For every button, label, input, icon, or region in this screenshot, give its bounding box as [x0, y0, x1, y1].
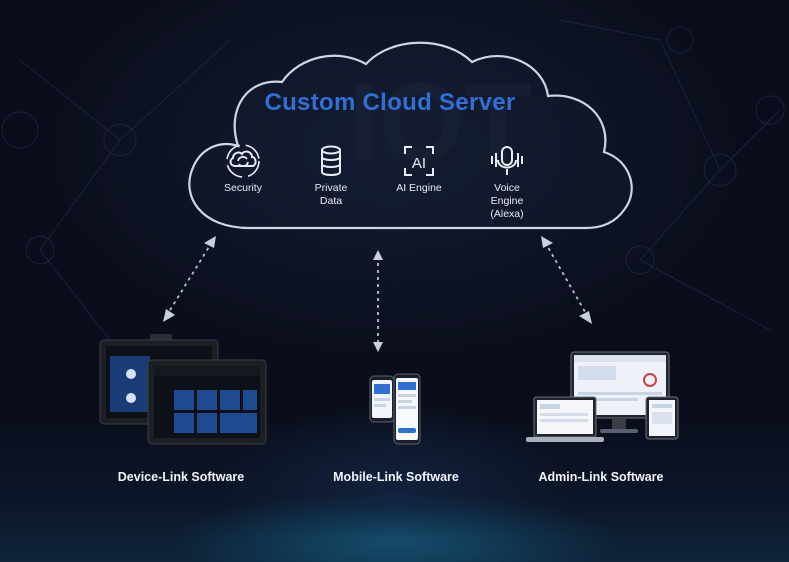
connector-device: [166, 241, 213, 316]
touch-panel-device: [99, 334, 267, 445]
iot-watermark: IOT: [348, 61, 531, 184]
smartphones: [369, 373, 421, 445]
cloud-title: Custom Cloud Server: [264, 89, 516, 116]
ai-icon-badge: AI: [412, 155, 426, 172]
database-icon: [321, 145, 341, 176]
device-link-caption: Device-Link Software: [117, 470, 245, 484]
feature-private-data-label: Private Data: [314, 182, 348, 207]
feature-voice-engine: Voice Engine (Alexa): [462, 144, 552, 221]
feature-voice-engine-label: Voice Engine (Alexa): [490, 182, 524, 220]
connector-arrowheads: [163, 236, 592, 352]
voice-mic-icon: [491, 146, 523, 175]
feature-security-label: Security: [224, 182, 262, 194]
arrowhead-admin-top: [541, 236, 553, 248]
admin-devices: [526, 351, 679, 442]
floor-glow: [0, 420, 789, 562]
ai-icon: AI: [404, 146, 434, 176]
cloud-outline: [188, 41, 633, 230]
feature-security: Security: [198, 144, 288, 195]
admin-link-caption: Admin-Link Software: [538, 470, 664, 484]
arrowhead-mobile-bottom: [373, 342, 383, 352]
feature-ai-engine-label: AI Engine: [396, 182, 442, 194]
arrowhead-device-top: [204, 236, 216, 248]
arrowhead-device-bottom: [163, 309, 175, 322]
feature-ai-engine: AI AI Engine: [374, 144, 464, 195]
arrowhead-admin-bottom: [579, 311, 592, 324]
feature-private-data: Private Data: [286, 144, 376, 208]
connectors: [166, 241, 589, 344]
cloud-sync-icon: [226, 144, 260, 178]
mobile-link-caption: Mobile-Link Software: [333, 470, 459, 484]
connector-admin: [544, 241, 589, 318]
arrowhead-mobile-top: [373, 250, 383, 260]
background-network: [1, 19, 785, 341]
